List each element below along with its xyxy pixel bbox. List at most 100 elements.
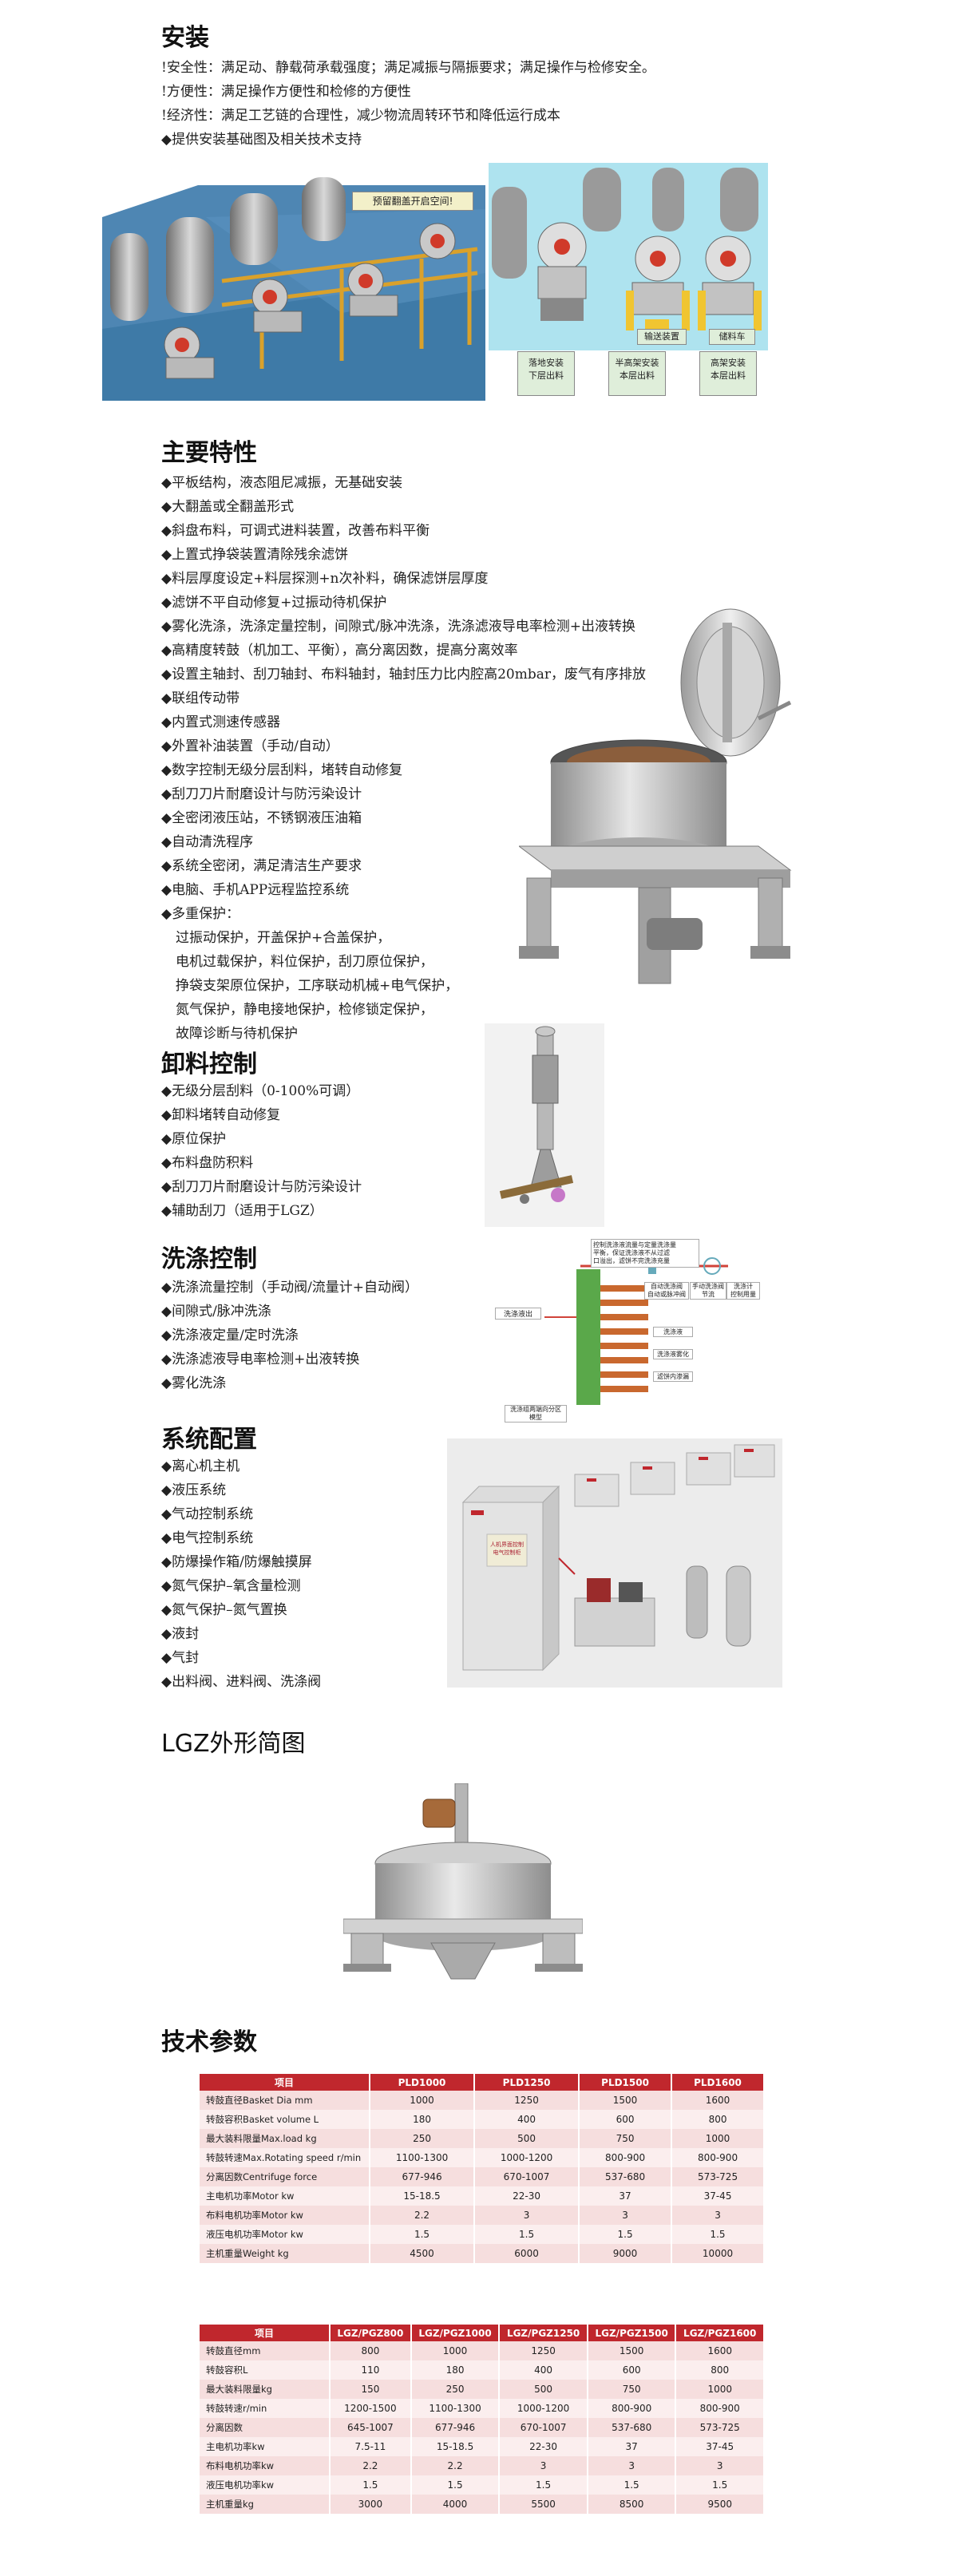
table-cell: 3: [587, 2456, 677, 2475]
table-cell: 180: [370, 2110, 476, 2129]
table-cell: 800-900: [675, 2399, 765, 2418]
table-cell: 转鼓容积L: [200, 2360, 331, 2380]
atomize-label: 洗涤液雾化: [653, 1349, 693, 1359]
table-cell: 1100-1300: [410, 2399, 501, 2418]
table-header-cell: PLD1600: [671, 2074, 765, 2091]
table-cell: 主机重量Weight kg: [200, 2244, 370, 2263]
table-cell: 2.2: [330, 2456, 412, 2475]
install-line: !安全性：满足动、静载荷承载强度；满足减振与隔振要求；满足操作与检修安全。: [161, 60, 655, 76]
table-cell: 1250: [474, 2091, 580, 2110]
table-cell: 7.5-11: [330, 2437, 412, 2456]
washing-liquid-label: 洗涤液: [653, 1327, 693, 1337]
cabinet-screen-text: 人机界面控制 电气控制柜: [490, 1541, 524, 1556]
table-header-cell: PLD1250: [474, 2074, 580, 2091]
system-line: ◆氮气保护–氧含量检测: [161, 1578, 301, 1594]
table-header-cell: 项目: [200, 2074, 370, 2091]
params-title: 技术参数: [161, 2028, 257, 2056]
storage-cart-label: 储料车: [709, 329, 755, 345]
table-cell: 800: [675, 2360, 765, 2380]
system-line: ◆气封: [161, 1650, 200, 1666]
table-cell: 1.5: [579, 2225, 673, 2244]
protect-line: 挣袋支架原位保护，工序联动机械+电气保护，: [176, 978, 459, 994]
table-cell: 液压电机功率kw: [200, 2475, 331, 2495]
table-cell: 800: [330, 2341, 412, 2360]
table-header-row: 项目 PLD1000 PLD1250 PLD1500 PLD1600: [200, 2074, 765, 2091]
table-cell: 10000: [671, 2244, 765, 2263]
protect-line: 氮气保护，静电接地保护，检修锁定保护，: [176, 1002, 433, 1018]
cake-seep-label: 滤饼内渗漏: [653, 1371, 693, 1382]
table-cell: 37: [587, 2437, 677, 2456]
system-line: ◆防爆操作箱/防爆触摸屏: [161, 1554, 312, 1570]
table-cell: 1.5: [410, 2475, 501, 2495]
table-header-row: 项目 LGZ/PGZ800 LGZ/PGZ1000 LGZ/PGZ1250 LG…: [200, 2325, 765, 2341]
table-cell: 3: [499, 2456, 588, 2475]
table-cell: 1250: [499, 2341, 588, 2360]
table-cell: 800-900: [587, 2399, 677, 2418]
table-cell: 8500: [587, 2495, 677, 2514]
table-cell: 250: [370, 2129, 476, 2148]
feature-line: ◆平板结构，液态阻尼减振，无基础安装: [161, 475, 403, 491]
washing-line: ◆间隙式/脉冲洗涤: [161, 1304, 271, 1320]
washing-line: ◆洗涤滤液导电率检测+出液转换: [161, 1351, 360, 1367]
table-cell: 分离因数Centrifuge force: [200, 2167, 370, 2186]
table-cell: 3: [675, 2456, 765, 2475]
table-cell: 1000: [370, 2091, 476, 2110]
table-cell: 布料电机功率Motor kw: [200, 2206, 370, 2225]
install-line: !经济性：满足工艺链的合理性，减少物流周转环节和降低运行成本: [161, 108, 560, 124]
feature-line: ◆系统全密闭，满足清洁生产要求: [161, 858, 362, 874]
manual-valve-label: 手动洗涤阀 节流: [690, 1282, 726, 1300]
table-cell: 22-30: [499, 2437, 588, 2456]
table-cell: 677-946: [370, 2167, 476, 2186]
features-list: ◆平板结构，液态阻尼减振，无基础安装 ◆大翻盖或全翻盖形式 ◆斜盘布料，可调式进…: [161, 471, 646, 1046]
table-cell: 37-45: [675, 2437, 765, 2456]
table-cell: 1.5: [499, 2475, 588, 2495]
table-cell: 最大装料限量Max.load kg: [200, 2129, 370, 2148]
table-cell: 转鼓直径Basket Dia mm: [200, 2091, 370, 2110]
raised-install-label: 高架安装 本层出料: [699, 351, 757, 396]
table-cell: 537-680: [587, 2418, 677, 2437]
system-title: 系统配置: [161, 1426, 257, 1454]
table-cell: 600: [579, 2110, 673, 2129]
feature-line: ◆联组传动带: [161, 690, 240, 706]
discharge-line: ◆原位保护: [161, 1131, 227, 1147]
table-header-cell: LGZ/PGZ800: [330, 2325, 412, 2341]
flow-meter-label: 洗涤计 控制用量: [726, 1282, 760, 1300]
table-header-cell: PLD1000: [370, 2074, 476, 2091]
table-cell: 750: [579, 2129, 673, 2148]
washing-line: ◆洗涤流量控制（手动阀/流量计+自动阀）: [161, 1280, 419, 1296]
table-cell: 800: [671, 2110, 765, 2129]
table-cell: 1000: [410, 2341, 501, 2360]
feature-line: ◆电脑、手机APP远程监控系统: [161, 882, 350, 898]
table-cell: 主机重量kg: [200, 2495, 331, 2514]
table-cell: 573-725: [675, 2418, 765, 2437]
floor-install-label: 落地安装 下层出料: [517, 351, 575, 396]
table-cell: 800-900: [579, 2148, 673, 2167]
discharge-line: ◆布料盘防积料: [161, 1155, 254, 1171]
washing-line: ◆雾化洗涤: [161, 1375, 227, 1391]
discharge-list: ◆无级分层刮料（0-100%可调） ◆卸料堵转自动修复 ◆原位保护 ◆布料盘防积…: [161, 1079, 362, 1223]
table-cell: 1500: [587, 2341, 677, 2360]
install-layout-illustration: 预留翻盖开启空间!: [102, 169, 485, 401]
lgz-outline-drawing: [343, 1783, 583, 1987]
table-header-cell: 项目: [200, 2325, 331, 2341]
table-cell: 最大装料限量kg: [200, 2380, 331, 2399]
table-cell: 分离因数: [200, 2418, 331, 2437]
table-cell: 转鼓转速Max.Rotating speed r/min: [200, 2148, 370, 2167]
table-cell: 9500: [675, 2495, 765, 2514]
table-cell: 670-1007: [474, 2167, 580, 2186]
table-cell: 677-946: [410, 2418, 501, 2437]
table-cell: 400: [474, 2110, 580, 2129]
table-cell: 主电机功率Motor kw: [200, 2186, 370, 2206]
table-cell: 1.5: [370, 2225, 476, 2244]
discharge-line: ◆刮刀刀片耐磨设计与防污染设计: [161, 1179, 362, 1195]
